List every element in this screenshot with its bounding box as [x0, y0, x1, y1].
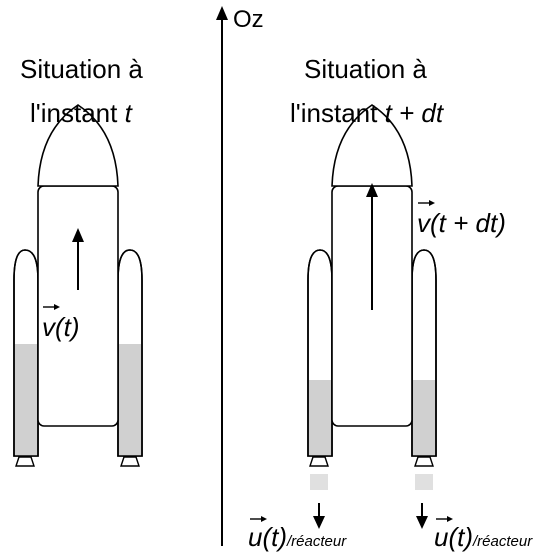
oz-axis-arrowhead	[216, 6, 228, 20]
right-time-expr: t + dt	[384, 98, 444, 128]
exhaust-right-label: u(t)/réacteur	[434, 524, 532, 550]
nozzle-left-right	[309, 456, 329, 467]
exhaust-left-label: u(t)/réacteur	[248, 524, 346, 550]
vec-u-left-head	[261, 516, 267, 522]
rocket-left	[13, 104, 143, 467]
booster-fuel-left-left	[15, 344, 37, 456]
velocity-arrowhead-left	[72, 228, 84, 242]
right-title-line2-text: l'instant	[290, 98, 378, 128]
vec-v-right-head	[429, 200, 435, 206]
left-title-line2-text: l'instant	[30, 98, 118, 128]
right-title-line2: l'instant t + dt	[290, 100, 443, 126]
left-title-line2: l'instant t	[30, 100, 132, 126]
main-body-left	[37, 185, 119, 427]
exhaust-arrowhead-right	[416, 516, 428, 529]
booster-fuel-left-right	[309, 380, 331, 456]
vec-v-left-head	[54, 304, 60, 310]
nose-cone-right	[331, 104, 413, 187]
exhaust-left-sub: /réacteur	[287, 533, 347, 550]
right-title-line1: Situation à	[304, 54, 427, 84]
axis-label: Oz	[233, 6, 264, 33]
exhaust-puff-right	[415, 474, 433, 490]
right-velocity-label: v(t + dt)	[417, 208, 506, 238]
velocity-arrowhead-right	[366, 183, 378, 197]
exhaust-right-u: u(t)	[434, 522, 473, 552]
exhaust-left-u: u(t)	[248, 522, 287, 552]
booster-fuel-right-left	[119, 344, 141, 456]
exhaust-right-sub: /réacteur	[473, 533, 533, 550]
nozzle-right-left	[120, 456, 140, 467]
exhaust-puff-left	[310, 474, 328, 490]
rocket-right	[250, 104, 453, 529]
nozzle-left-left	[15, 456, 35, 467]
nose-cone-left	[37, 104, 119, 187]
left-time-var: t	[124, 98, 132, 128]
left-title-line1: Situation à	[20, 54, 143, 84]
booster-fuel-right-right	[413, 380, 435, 456]
nozzle-right-right	[414, 456, 434, 467]
vec-u-right-head	[447, 516, 453, 522]
exhaust-arrowhead-left	[313, 516, 325, 529]
left-velocity-label: v(t)	[42, 312, 80, 342]
